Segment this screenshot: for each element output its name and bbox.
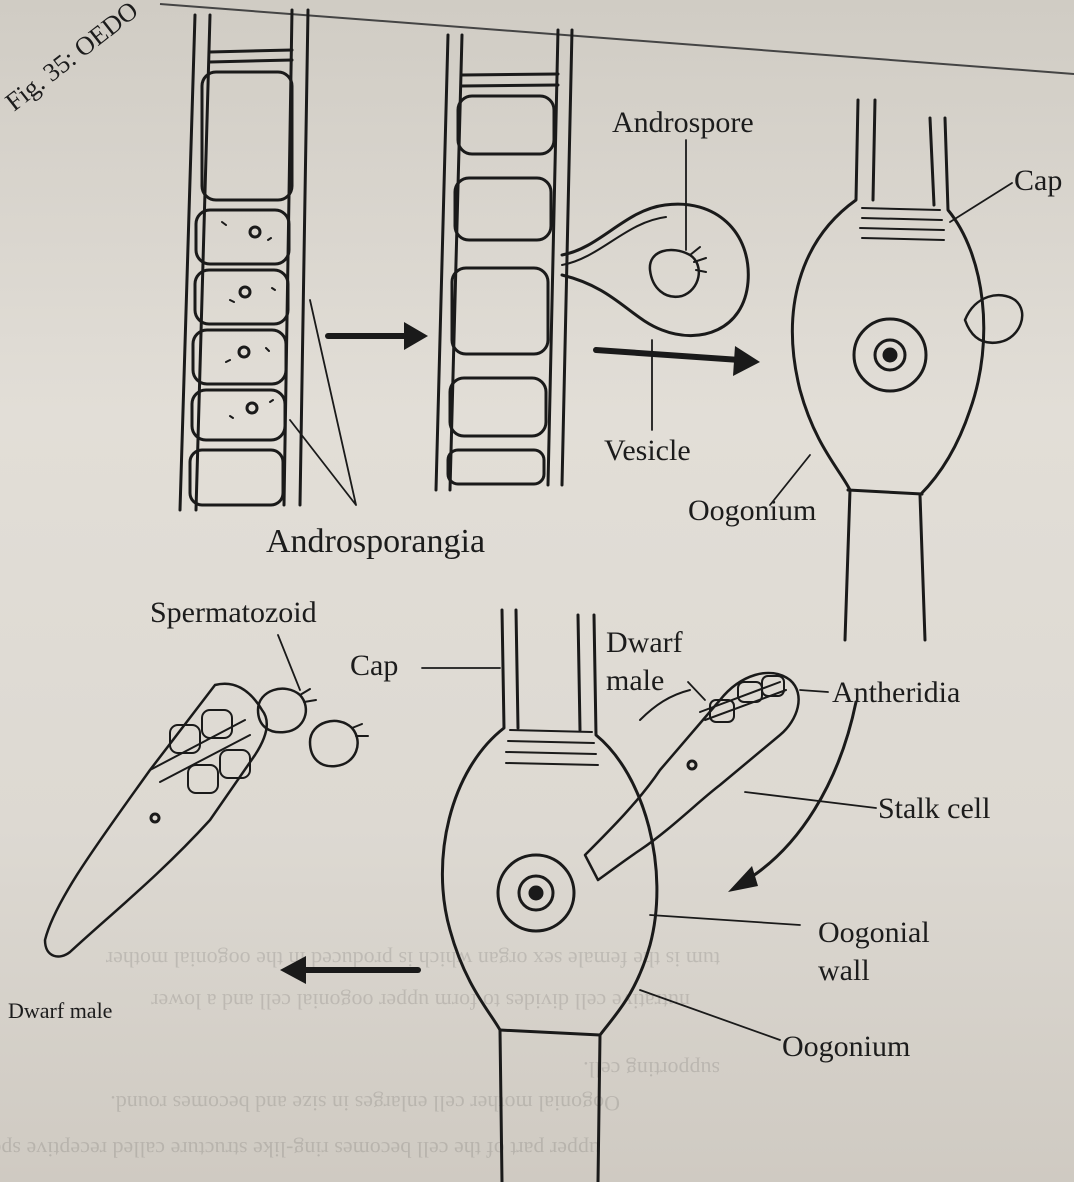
label-cap-bottom: Cap	[350, 649, 398, 682]
ghost-line-2: nutrative cell divides to form upper oog…	[150, 989, 690, 1014]
header-rule	[160, 4, 1074, 74]
label-oogonium-bottom: Oogonium	[782, 1030, 910, 1063]
label-oogonium-top: Oogonium	[688, 494, 816, 527]
labels: Androsporangia Androspore Vesicle Cap Oo…	[8, 106, 1062, 1063]
dwarf-male-left	[45, 684, 368, 957]
label-cap-top: Cap	[1014, 164, 1062, 197]
label-androspore: Androspore	[612, 106, 754, 139]
label-vesicle: Vesicle	[604, 434, 691, 467]
label-dwarf-male-line1: Dwarf	[606, 626, 683, 659]
show-through-text: tum is the female sex organ which is pro…	[0, 947, 720, 1162]
label-androsporangia: Androsporangia	[266, 523, 485, 560]
filament-releasing-androspore	[436, 30, 748, 490]
leader-lines	[278, 140, 1012, 1040]
label-oogonial-wall-line1: Oogonial	[818, 916, 930, 949]
running-head: Fig. 35: OEDO	[0, 0, 143, 117]
label-dwarf-male-line2: male	[606, 664, 664, 697]
label-stalk-cell: Stalk cell	[878, 792, 990, 825]
ghost-line-5: upper part of the cell becomes ring-like…	[0, 1137, 600, 1162]
ghost-line-3: supporting cell.	[583, 1057, 720, 1082]
label-oogonial-wall-line2: wall	[818, 954, 870, 987]
ghost-line-4: Oogonial mother cell enlarges in size an…	[110, 1091, 620, 1116]
oogonium-top	[792, 100, 1022, 640]
label-dwarf-male-left: Dwarf male	[8, 998, 112, 1023]
label-spermatozoid: Spermatozoid	[150, 596, 317, 629]
filament-with-androsporangia	[180, 10, 308, 510]
label-antheridia: Antheridia	[832, 676, 960, 709]
